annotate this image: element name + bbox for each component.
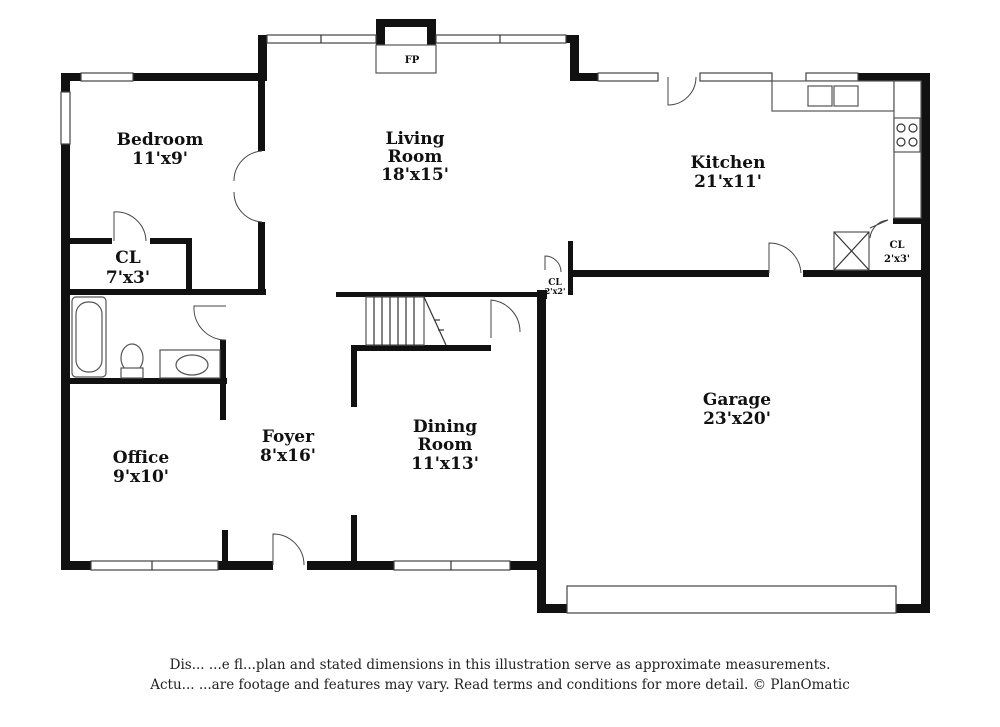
disclaimer-line-1: Dis... ...e fl...plan and stated dimensi…: [169, 657, 831, 673]
kitchen-name: Kitchen: [691, 153, 766, 173]
fireplace-label: FP: [405, 55, 420, 66]
kitchen-dims: 21'x11': [694, 172, 762, 192]
living-name-line1: Living: [386, 129, 445, 149]
foyer-dims: 8'x16': [260, 446, 316, 466]
walls: [61, 19, 930, 613]
closet-2x2-dims: 2'x2': [545, 286, 566, 296]
foyer-name: Foyer: [262, 427, 315, 447]
closet-2x3-name: CL: [890, 240, 905, 251]
garage-dims: 23'x20': [703, 409, 771, 429]
stove: [893, 117, 921, 153]
bedroom-name: Bedroom: [117, 130, 204, 150]
dining-dims: 11'x13': [411, 454, 479, 474]
garage-name: Garage: [703, 390, 771, 410]
disclaimer-line-2: Actu... ...are footage and features may …: [150, 677, 850, 693]
living-name-line2: Room: [388, 147, 443, 167]
sink-basin-left: [807, 85, 833, 107]
closet-2x2-name: CL: [548, 278, 562, 288]
closet-2x3-dims: 2'x3': [884, 254, 910, 265]
sink-basin-right: [833, 85, 859, 107]
room-labels: FP Bedroom 11'x9' Living Room 18'x15' Ki…: [106, 55, 910, 487]
living-dims: 18'x15': [381, 165, 449, 185]
doors: [113, 76, 889, 566]
stairs: [365, 296, 447, 346]
office-name: Office: [113, 448, 170, 468]
bedroom-dims: 11'x9': [132, 149, 188, 169]
office-dims: 9'x10': [113, 467, 169, 487]
kitchen-counter: [771, 80, 895, 112]
closet-7x3-dims: 7'x3': [106, 268, 150, 288]
closet-7x3-name: CL: [115, 248, 141, 268]
dining-name-line1: Dining: [413, 417, 477, 437]
dining-name-line2: Room: [418, 435, 473, 455]
fireplace-hearth: [375, 44, 437, 74]
windows: [60, 34, 897, 614]
fixtures: [71, 44, 922, 379]
